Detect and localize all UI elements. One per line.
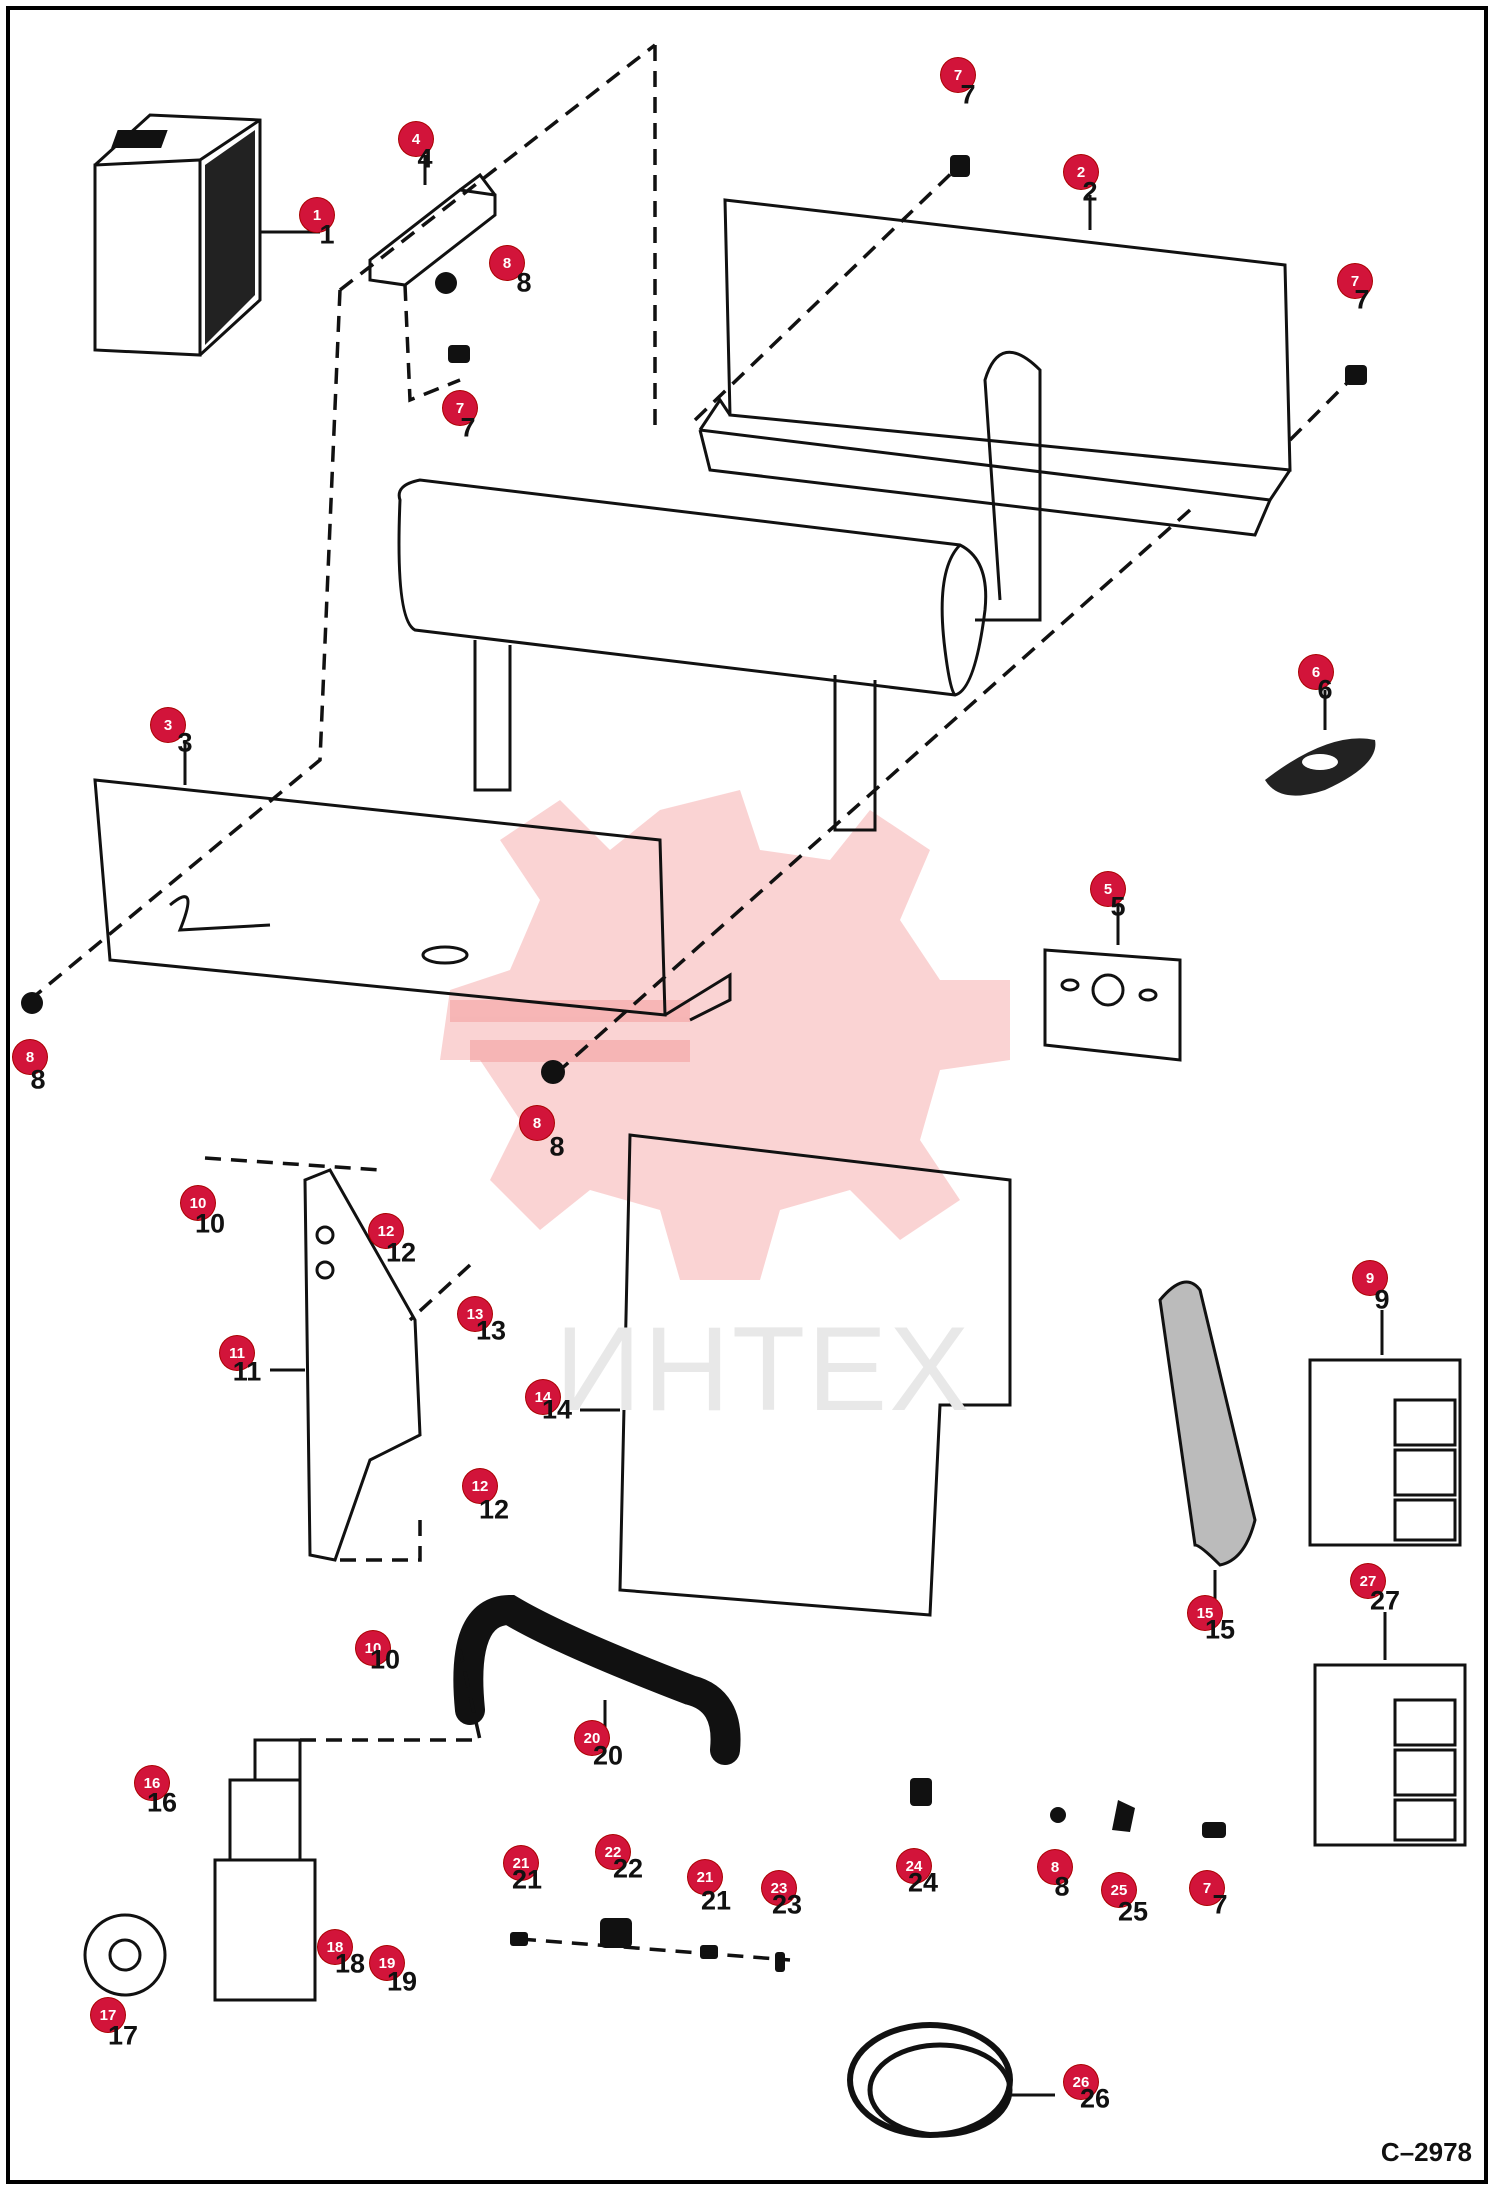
drawing-frame	[6, 6, 1488, 2184]
fastener-shapes	[21, 155, 1367, 1084]
part-label-7a: 7	[960, 79, 976, 110]
part-label-6: 6	[1317, 674, 1333, 705]
part-label-10a: 10	[194, 1208, 226, 1239]
part-label-12a: 12	[385, 1237, 417, 1268]
callout-12b[interactable]: 12	[463, 1469, 497, 1503]
callout-27[interactable]: 27	[1351, 1564, 1385, 1598]
callout-1[interactable]: 1	[300, 198, 334, 232]
part-label-8c: 8	[549, 1131, 565, 1162]
callout-24[interactable]: 24	[897, 1849, 931, 1883]
drawing-number: C–2978	[1380, 2137, 1472, 2167]
part-label-27: 27	[1369, 1585, 1401, 1616]
part-16-shape	[213, 1649, 483, 2002]
callout-14[interactable]: 14	[526, 1380, 560, 1414]
part-label-4: 4	[417, 143, 433, 174]
part-label-21a: 21	[511, 1864, 543, 1895]
watermark-gear-icon	[440, 790, 1010, 1280]
callout-16[interactable]: 16	[135, 1766, 169, 1800]
callout-3[interactable]: 3	[151, 708, 185, 742]
part-14-shape	[580, 1133, 1012, 1617]
part-label-5: 5	[1110, 891, 1126, 922]
callout-8b[interactable]: 8	[13, 1040, 47, 1074]
part-2-shape	[698, 195, 1292, 537]
part-label-13: 13	[475, 1315, 507, 1346]
part-label-10b: 10	[369, 1644, 401, 1675]
part-label-3: 3	[177, 727, 193, 758]
part-label-21b: 21	[700, 1885, 732, 1916]
part-label-23: 23	[771, 1889, 803, 1920]
callout-7b[interactable]: 7	[1338, 264, 1372, 298]
callout-4[interactable]: 4	[399, 122, 433, 156]
watermark-text: ИНТЕХ	[555, 1302, 972, 1436]
part-label-9: 9	[1374, 1284, 1390, 1315]
part-label-1: 1	[319, 219, 335, 250]
part-label-12b: 12	[478, 1494, 510, 1525]
part-label-7b: 7	[1354, 284, 1370, 315]
part-label-7d: 7	[1212, 1889, 1228, 1920]
callout-17[interactable]: 17	[91, 1998, 125, 2032]
callout-26[interactable]: 26	[1064, 2065, 1098, 2099]
part-9-shape	[1308, 1310, 1462, 1547]
part-label-26: 26	[1079, 2083, 1111, 2114]
part-label-8b: 8	[30, 1064, 46, 1095]
callout-8c[interactable]: 8	[520, 1106, 554, 1140]
callout-12a[interactable]: 12	[369, 1214, 403, 1248]
small-hardware	[510, 1778, 1226, 1972]
callout-2[interactable]: 2	[1064, 155, 1098, 189]
callout-11[interactable]: 11	[220, 1336, 254, 1370]
callout-8d[interactable]: 8	[1038, 1850, 1072, 1884]
callout-18[interactable]: 18	[318, 1930, 352, 1964]
callout-25[interactable]: 25	[1102, 1873, 1136, 1907]
callout-7a[interactable]: 7	[941, 58, 975, 92]
callout-21a[interactable]: 21	[504, 1846, 538, 1880]
part-label-14: 14	[541, 1394, 573, 1425]
part-label-8d: 8	[1054, 1871, 1070, 1902]
part-27-shape	[1313, 1612, 1467, 1847]
callout-9[interactable]: 9	[1353, 1261, 1387, 1295]
part-label-22: 22	[612, 1853, 644, 1884]
part-label-8a: 8	[516, 267, 532, 298]
callout-20[interactable]: 20	[575, 1721, 609, 1755]
part-label-7c: 7	[460, 412, 476, 443]
callout-10a[interactable]: 10	[181, 1186, 215, 1220]
callout-7c[interactable]: 7	[443, 391, 477, 425]
callout-5[interactable]: 5	[1091, 872, 1125, 906]
part-label-25: 25	[1117, 1896, 1149, 1927]
callout-10b[interactable]: 10	[356, 1631, 390, 1665]
callout-8a[interactable]: 8	[490, 246, 524, 280]
part-3-shape	[93, 740, 732, 1022]
part-label-24: 24	[907, 1867, 939, 1898]
part-label-2: 2	[1082, 176, 1098, 207]
part-11-shape	[204, 1156, 472, 1562]
callout-23[interactable]: 23	[762, 1871, 796, 1905]
part-label-17: 17	[107, 2020, 139, 2051]
muffler-shape	[397, 350, 1042, 832]
callout-22[interactable]: 22	[596, 1835, 630, 1869]
callout-7d[interactable]: 7	[1190, 1871, 1224, 1905]
part-label-15: 15	[1204, 1614, 1236, 1645]
part-label-18: 18	[334, 1948, 366, 1979]
part-5-shape	[1043, 905, 1182, 1062]
part-6-shape	[1265, 690, 1376, 796]
part-label-19: 19	[386, 1966, 418, 1997]
callout-19[interactable]: 19	[370, 1946, 404, 1980]
callout-21b[interactable]: 21	[688, 1860, 722, 1894]
part-4-shape	[368, 155, 497, 287]
part-label-11: 11	[232, 1356, 262, 1387]
part-15-shape	[1158, 1280, 1257, 1600]
part-label-16: 16	[146, 1787, 178, 1818]
callout-15[interactable]: 15	[1188, 1596, 1222, 1630]
callout-6[interactable]: 6	[1299, 655, 1333, 689]
part-26-shape	[847, 2022, 1055, 2138]
part-1-shape	[93, 113, 320, 357]
assembly-dash-lines	[28, 43, 1352, 1072]
part-label-20: 20	[592, 1740, 624, 1771]
part-17-shape	[83, 1913, 167, 1997]
callout-13[interactable]: 13	[458, 1297, 492, 1331]
